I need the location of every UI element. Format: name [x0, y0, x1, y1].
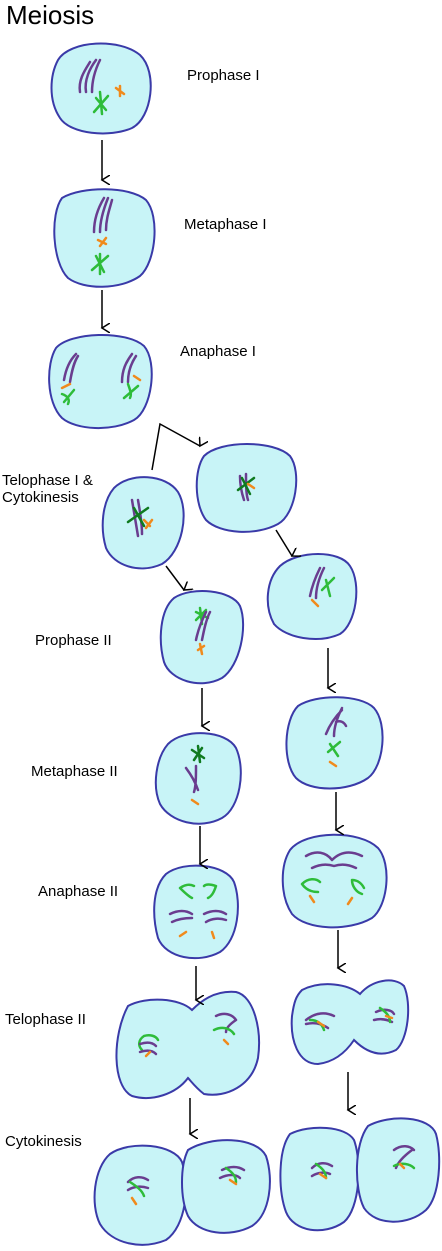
cell-prophase-1	[50, 42, 152, 135]
cell-metaphase-1	[53, 188, 156, 288]
label-anaphase-2: Anaphase II	[38, 883, 119, 900]
label-telophase-1-line2: Cytokinesis	[2, 489, 79, 506]
cell-telophase-2-right	[290, 979, 410, 1066]
cell-prophase-2-left	[159, 590, 245, 685]
label-metaphase-1: Metaphase I	[184, 216, 267, 233]
arrows	[102, 140, 348, 1134]
cell-cytokinesis-3	[279, 1126, 360, 1232]
cell-anaphase-2-right	[281, 833, 388, 929]
cell-metaphase-2-left	[154, 732, 242, 825]
label-telophase-1: Telophase I & Cytokinesis	[2, 472, 117, 506]
cell-telophase-1-right	[195, 443, 298, 533]
cell-anaphase-2-left	[153, 864, 239, 960]
cell-cytokinesis-4	[356, 1117, 441, 1223]
cell-anaphase-1	[48, 333, 153, 430]
cell-cytokinesis-2	[181, 1139, 271, 1234]
label-prophase-2: Prophase II	[35, 632, 112, 649]
cell-prophase-2-right	[266, 553, 358, 640]
label-prophase-1: Prophase I	[187, 67, 260, 84]
arrow-anaphase1-split	[151, 422, 200, 471]
cell-telophase-2-left	[115, 990, 260, 1099]
label-cytokinesis: Cytokinesis	[5, 1133, 82, 1150]
cell-cytokinesis-1	[93, 1144, 187, 1246]
page-title: Meiosis	[6, 0, 95, 30]
arrow-telophase1-right-to-prophase2	[275, 529, 292, 556]
cell-telophase-1-left	[101, 476, 185, 570]
label-telophase-1-line1: Telophase I &	[2, 472, 93, 489]
label-anaphase-1: Anaphase I	[180, 343, 256, 360]
arrow-telophase1-left-to-prophase2	[165, 565, 184, 590]
label-telophase-2: Telophase II	[5, 1011, 86, 1028]
label-metaphase-2: Metaphase II	[31, 763, 118, 780]
cell-metaphase-2-right	[285, 696, 384, 790]
